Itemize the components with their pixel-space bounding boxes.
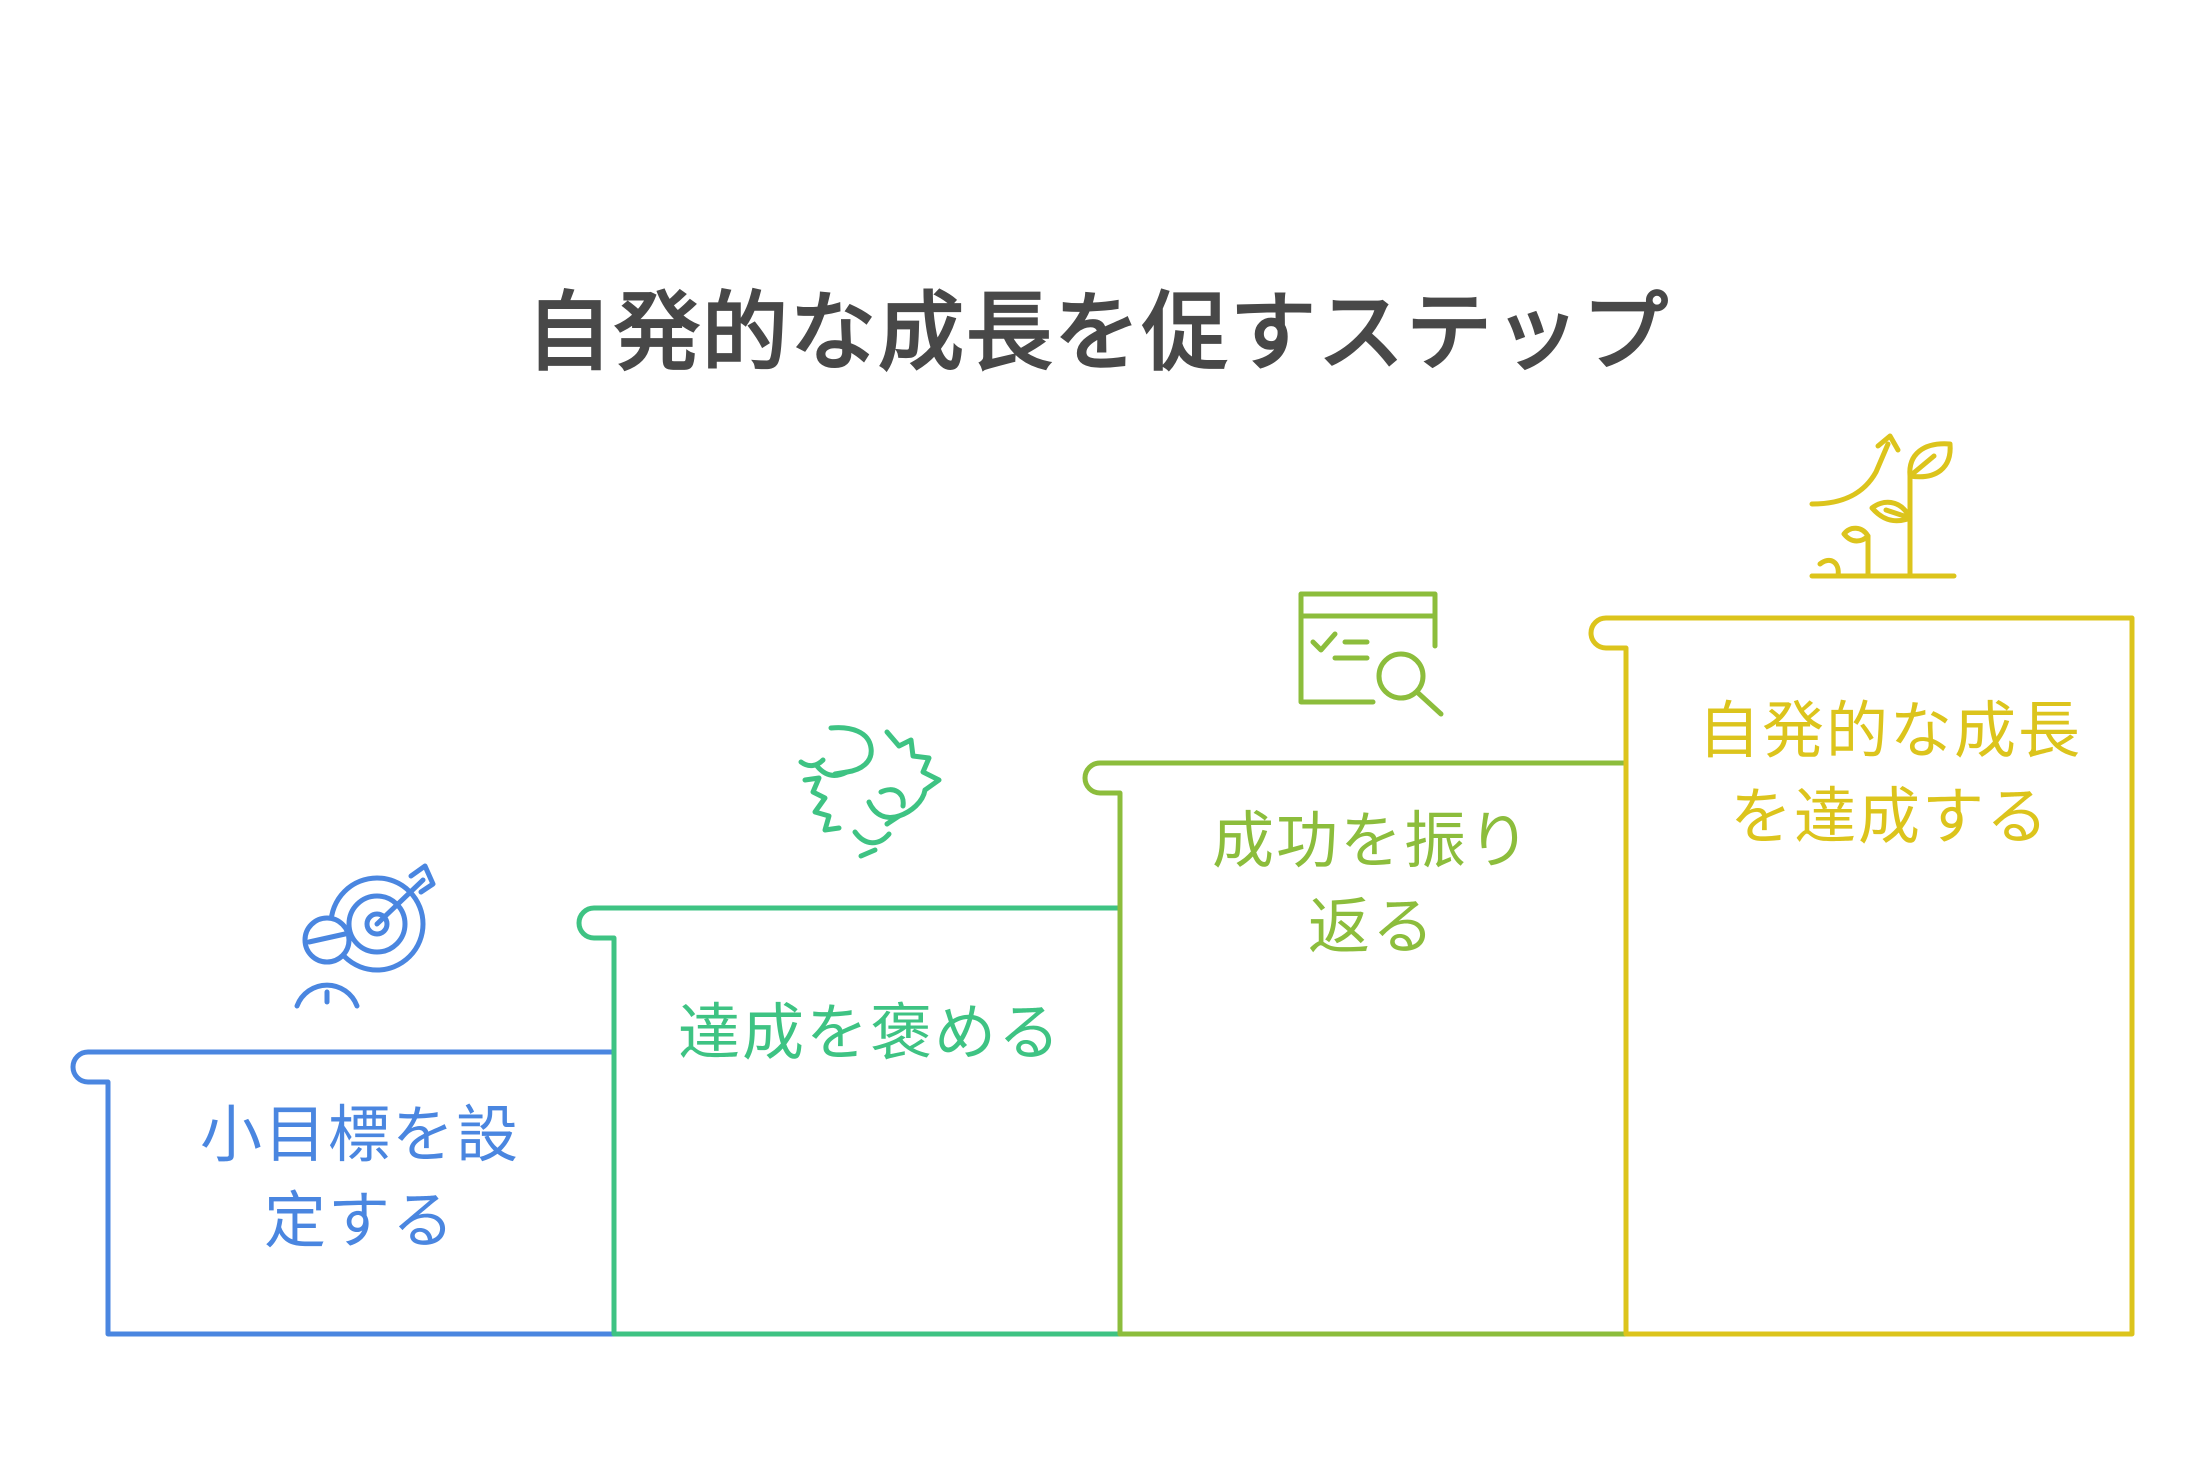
step-1-label: 小目標を設 定する (199, 1098, 520, 1257)
step-2-label: 達成を褒める (677, 996, 1062, 1069)
step-3-block (1082, 760, 1629, 1337)
step-3-label: 成功を振り 返る (1211, 804, 1532, 963)
diagram-title: 自発的な成長を促すステップ (526, 283, 1670, 383)
step-2-block (576, 905, 1123, 1337)
browser-search-icon (1298, 591, 1444, 717)
step-4-label: 自発的な成長 を達成する (1697, 694, 2082, 853)
plant-growth-icon (1809, 433, 1957, 579)
step-4-block (1588, 615, 2135, 1337)
target-person-icon (294, 863, 436, 1009)
handshake-icon (798, 725, 942, 859)
step-1-block (70, 1049, 617, 1337)
